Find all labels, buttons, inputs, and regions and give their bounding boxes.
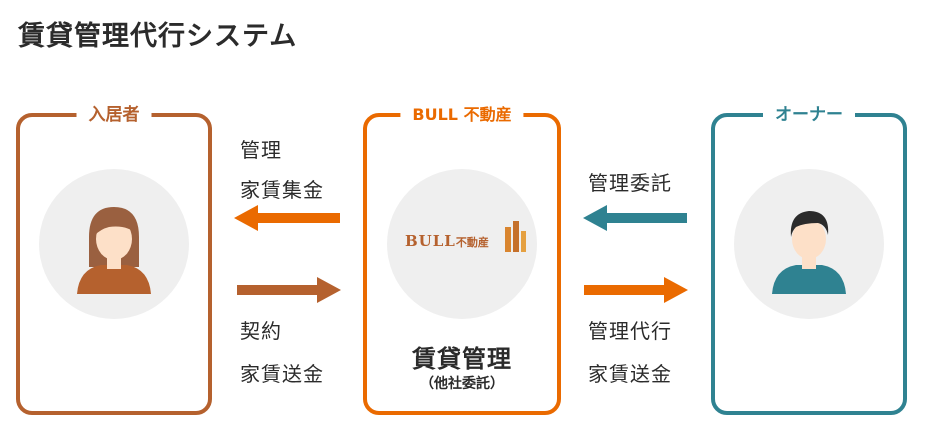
bull-logo-small: 不動産 (455, 236, 489, 249)
bull-logo-main: BULL (405, 232, 456, 250)
bull-logo: BULL不動産 (405, 232, 489, 250)
flow-left-top-line2: 家賃集金 (240, 178, 324, 202)
owner-avatar-circle (734, 169, 884, 319)
flow-left-top-line1: 管理 (240, 138, 282, 162)
page-title: 賃貸管理代行システム (18, 21, 298, 52)
flow-left-bottom-line2: 家賃送金 (240, 362, 324, 386)
flow-right-bottom-line2: 家賃送金 (588, 362, 672, 386)
bull-label: BULL 不動産 (400, 103, 524, 127)
building-icon (505, 221, 526, 252)
arrow-left-teal (583, 205, 687, 231)
woman-icon (77, 207, 151, 294)
arrow-left-orange (234, 205, 340, 231)
tenant-panel: 入居者 (16, 103, 212, 415)
rental-management-label: 賃貸管理 (412, 345, 512, 373)
tenant-label: 入居者 (76, 103, 152, 127)
outsourced-label: （他社委託） (420, 376, 504, 392)
owner-label: オーナー (763, 103, 855, 127)
flow-right-bottom-line1: 管理代行 (588, 319, 672, 343)
man-icon (772, 211, 846, 294)
flow-right-top-line1: 管理委託 (588, 171, 672, 195)
arrow-right-orange (584, 277, 688, 303)
flow-left-bottom-line1: 契約 (240, 319, 282, 343)
owner-panel: オーナー (711, 103, 907, 415)
bull-panel: BULL 不動産 BULL不動産 賃貸管理 （他社委託） (363, 103, 561, 415)
tenant-avatar-circle (39, 169, 189, 319)
bull-logo-circle: BULL不動産 (387, 169, 537, 319)
arrow-right-brown (237, 277, 341, 303)
